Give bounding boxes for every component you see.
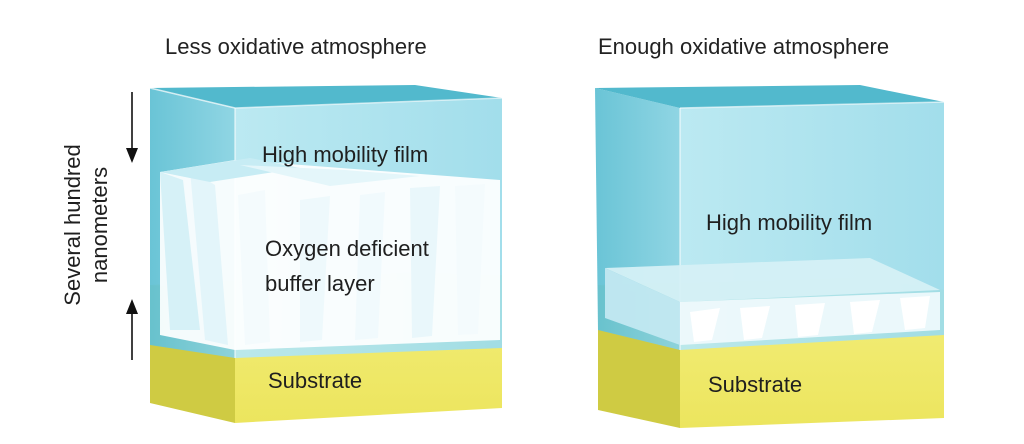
arrow-up-icon	[126, 299, 138, 314]
panel-left-title: Less oxidative atmosphere	[165, 34, 427, 59]
thickness-label-line2: nanometers	[87, 167, 112, 283]
arrow-down-icon	[126, 148, 138, 163]
left-cube: High mobility film Oxygen deficient buff…	[149, 85, 503, 423]
right-buffer-layer	[605, 258, 940, 345]
right-substrate-label: Substrate	[708, 372, 802, 397]
right-cube: High mobility film Substrate	[595, 85, 945, 428]
left-film-label: High mobility film	[262, 142, 428, 167]
left-buffer-label-line2: buffer layer	[265, 271, 375, 296]
left-buffer-label-line1: Oxygen deficient	[265, 236, 429, 261]
right-film-label: High mobility film	[706, 210, 872, 235]
left-substrate-label: Substrate	[268, 368, 362, 393]
thickness-annotation: Several hundred nanometers	[60, 92, 138, 360]
left-buffer-layer	[160, 158, 500, 350]
thickness-label-line1: Several hundred	[60, 144, 85, 305]
panel-right-title: Enough oxidative atmosphere	[598, 34, 890, 59]
